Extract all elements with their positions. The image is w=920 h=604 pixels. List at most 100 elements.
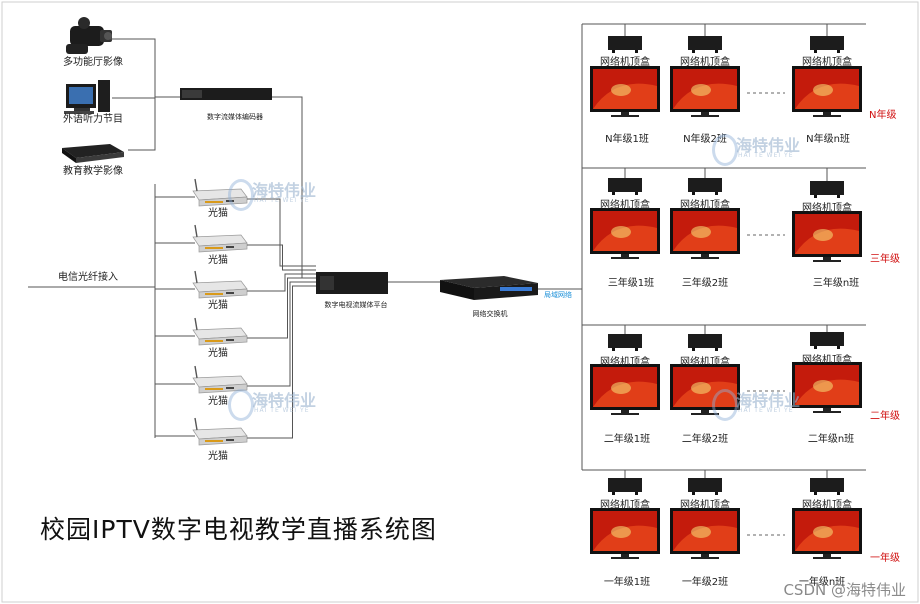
stb-foot — [635, 192, 638, 195]
tv-base — [813, 115, 841, 117]
class-label: N年级1班 — [605, 134, 649, 145]
modem-label: 光猫 — [208, 300, 228, 311]
stb-foot — [837, 195, 840, 198]
tv-screen-highlight — [813, 526, 833, 538]
tv-stand — [823, 408, 831, 411]
stb-label: 网络机顶盒 — [600, 200, 650, 211]
stb-foot — [715, 50, 718, 53]
stb-foot — [692, 50, 695, 53]
modem-label: 光猫 — [208, 396, 228, 407]
lan-label: 局域网络 — [544, 291, 572, 299]
grade-label: N年级 — [869, 110, 897, 121]
stb-foot — [692, 348, 695, 351]
source-label: 外语听力节目 — [63, 114, 123, 125]
modem-label: 光猫 — [208, 348, 228, 359]
tv-stand — [701, 254, 709, 257]
tv-base — [611, 115, 639, 117]
tv-base — [611, 413, 639, 415]
tv-stand — [621, 112, 629, 115]
modem-to-platform-line — [247, 273, 316, 292]
set-top-box-icon — [688, 36, 722, 50]
set-top-box-icon — [688, 334, 722, 348]
watermark: 海特伟业 HAI TE WEI YE — [228, 385, 318, 425]
watermark-text: 海特伟业 — [736, 136, 801, 155]
modem-label: 光猫 — [208, 255, 228, 266]
tv-screen-highlight — [611, 226, 631, 238]
stb-foot — [715, 348, 718, 351]
set-top-box-icon — [810, 332, 844, 346]
tv-screen-art — [673, 225, 737, 251]
stb-label: 网络机顶盒 — [802, 203, 852, 214]
stb-foot — [837, 492, 840, 495]
watermark-sub: HAI TE WEI YE — [254, 197, 310, 204]
stb-foot — [692, 492, 695, 495]
class-label: 三年级1班 — [607, 278, 655, 289]
watermark-text: 海特伟业 — [252, 391, 317, 410]
class-label: 二年级2班 — [681, 434, 729, 445]
modem-to-platform-line — [247, 198, 316, 267]
stb-foot — [612, 492, 615, 495]
watermark-logo-icon — [228, 179, 254, 211]
tv-screen-art — [593, 381, 657, 407]
tv-screen-highlight — [611, 84, 631, 96]
class-label: 二年级1班 — [603, 434, 651, 445]
tv-screen-highlight — [813, 380, 833, 392]
tv-stand — [823, 554, 831, 557]
watermark-sub: HAI TE WEI YE — [738, 407, 794, 414]
tv-stand — [701, 410, 709, 413]
tv-stand — [621, 410, 629, 413]
tv-screen-art — [795, 379, 859, 405]
tv-screen-highlight — [691, 526, 711, 538]
tv-screen-highlight — [611, 526, 631, 538]
tv-base — [611, 257, 639, 259]
tv-base — [691, 413, 719, 415]
stb-label: 网络机顶盒 — [802, 355, 852, 366]
switch-side — [440, 280, 474, 300]
class-label: 一年级n班 — [798, 577, 846, 588]
tv-screen-art — [593, 525, 657, 551]
stb-label: 网络机顶盒 — [680, 500, 730, 511]
set-top-box-icon — [810, 478, 844, 492]
tv-screen-highlight — [691, 382, 711, 394]
grade-label: 三年级 — [870, 254, 900, 265]
tv-base — [611, 557, 639, 559]
switch-ports — [500, 287, 532, 291]
tv-screen-art — [795, 228, 859, 254]
modem-to-platform-line — [247, 281, 316, 387]
tv-screen-highlight — [691, 226, 711, 238]
stb-foot — [635, 492, 638, 495]
tv-screen-highlight — [611, 382, 631, 394]
stb-foot — [837, 346, 840, 349]
modem-to-platform-line — [247, 244, 316, 271]
tv-screen-highlight — [813, 229, 833, 241]
platform-panel — [320, 276, 334, 290]
source-label: 多功能厅影像 — [63, 57, 123, 68]
set-top-box-icon — [608, 36, 642, 50]
stb-label: 网络机顶盒 — [680, 357, 730, 368]
tv-screen-highlight — [813, 84, 833, 96]
source-label: 教育教学影像 — [63, 166, 123, 177]
watermark-logo-icon — [228, 389, 254, 421]
watermark-text: 海特伟业 — [252, 181, 317, 200]
encoder-label: 数字流媒体编码器 — [207, 113, 263, 121]
stb-foot — [837, 50, 840, 53]
stb-label: 网络机顶盒 — [600, 500, 650, 511]
tv-base — [813, 260, 841, 262]
tv-screen-art — [795, 525, 859, 551]
stb-foot — [635, 50, 638, 53]
tv-stand — [621, 554, 629, 557]
csdn-credit: CSDN @海特伟业 — [783, 581, 906, 599]
modem-to-platform-line — [247, 277, 316, 339]
optical-modem-icon — [192, 417, 248, 446]
stb-foot — [612, 50, 615, 53]
encoder-panel — [182, 90, 202, 98]
watermark: 海特伟业 HAI TE WEI YE — [228, 175, 318, 215]
tv-screen-art — [795, 83, 859, 109]
tv-base — [691, 115, 719, 117]
encoder-to-platform-line — [272, 96, 303, 278]
fiber-label: 电信光纤接入 — [58, 272, 118, 283]
stb-foot — [612, 348, 615, 351]
desktop-computer-icon — [64, 80, 110, 114]
set-top-box-icon — [608, 178, 642, 192]
